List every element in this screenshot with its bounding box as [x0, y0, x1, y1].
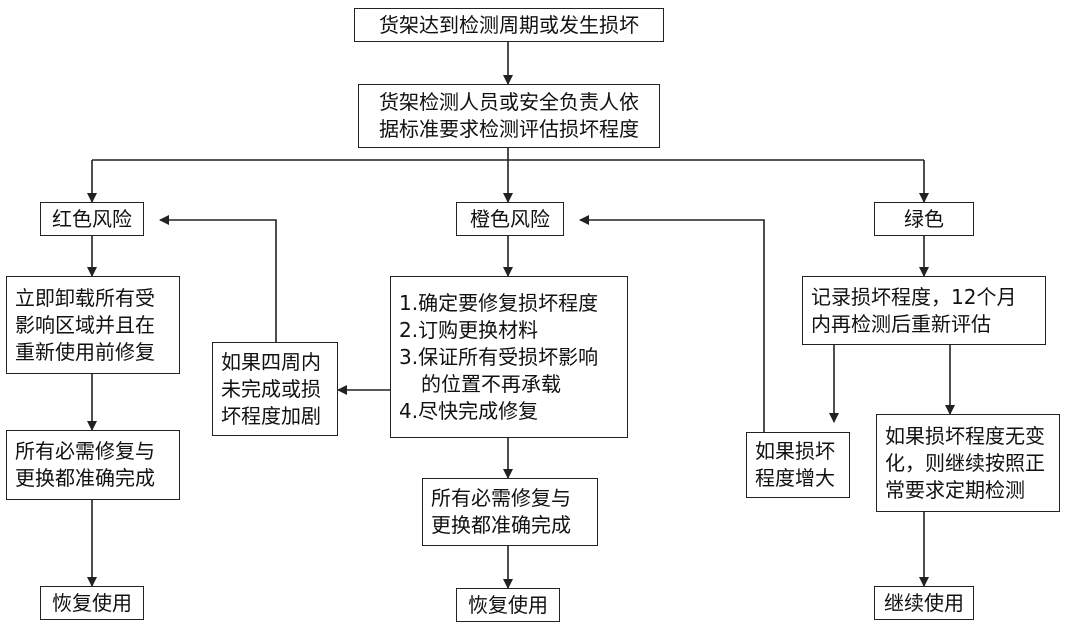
node-green-record: 记录损坏程度，12个月内再检测后重新评估 [802, 276, 1046, 345]
node-green: 绿色 [874, 202, 974, 236]
node-text-line: 如果损坏 [755, 439, 835, 463]
node-green-continue: 继续使用 [874, 586, 974, 620]
node-text-line: 坏程度加剧 [221, 403, 321, 428]
node-text-line: 3.保证所有受损坏影响 [399, 344, 599, 369]
node-text-line: 的位置不再承载 [421, 371, 561, 396]
node-text-line: 红色风险 [52, 206, 132, 231]
node-text-line: 4.尽快完成修复 [399, 398, 539, 423]
node-text-line: 未完成或损 [221, 376, 321, 401]
node-orange-resume: 恢复使用 [456, 588, 560, 622]
node-text-line: 绿色 [904, 206, 944, 231]
node-text-line: 恢复使用 [52, 590, 132, 615]
node-assess: 货架检测人员或安全负责人依据标准要求检测评估损坏程度 [358, 84, 660, 148]
node-text-line: 立即卸载所有受 [15, 285, 155, 310]
node-text-line: 货架达到检测周期或发生损坏 [379, 12, 639, 37]
node-red-done: 所有必需修复与更换都准确完成 [6, 430, 180, 500]
node-text-line: 更换都准确完成 [15, 466, 155, 490]
node-text-line: 继续使用 [884, 590, 964, 615]
arrow-feedback-to-red [159, 215, 277, 342]
node-green-increase: 如果损坏程度增大 [746, 432, 850, 498]
node-text-line: 所有必需修复与 [15, 439, 155, 463]
node-red-resume: 恢复使用 [40, 586, 144, 620]
node-green-nochange: 如果损坏程度无变化，则继续按照正常要求定期检测 [876, 414, 1060, 512]
node-text-line: 货架检测人员或安全负责人依 [379, 90, 639, 114]
node-text-line: 记录损坏程度，12个月 [811, 284, 1017, 309]
node-text-line: 如果四周内 [221, 349, 321, 374]
node-text-line: 1.确定要修复损坏程度 [399, 290, 599, 315]
node-text-line: 据标准要求检测评估损坏程度 [379, 117, 639, 141]
node-text-line: 重新使用前修复 [15, 339, 155, 364]
arrow-increase-to-orange [579, 215, 765, 432]
node-text-line: 恢复使用 [468, 592, 548, 617]
node-text-line: 影响区域并且在 [15, 312, 155, 337]
node-start: 货架达到检测周期或发生损坏 [354, 8, 664, 42]
node-text-line: 2.订购更换材料 [399, 317, 539, 342]
node-text-line: 所有必需修复与 [431, 486, 571, 510]
node-red-feedback: 如果四周内未完成或损坏程度加剧 [212, 342, 338, 436]
node-text-line: 程度增大 [755, 466, 835, 490]
node-text-line: 如果损坏程度无变 [885, 423, 1045, 448]
node-orange-done: 所有必需修复与更换都准确完成 [422, 478, 598, 546]
node-orange-risk: 橙色风险 [456, 202, 564, 236]
node-text-line: 化，则继续按照正 [885, 450, 1045, 475]
node-text-line: 更换都准确完成 [431, 513, 571, 537]
node-red-action: 立即卸载所有受影响区域并且在重新使用前修复 [6, 276, 180, 374]
node-text-line: 常要求定期检测 [885, 477, 1025, 502]
node-text-line: 内再检测后重新评估 [811, 311, 991, 336]
node-red-risk: 红色风险 [40, 202, 144, 236]
node-text-line: 橙色风险 [470, 206, 550, 231]
